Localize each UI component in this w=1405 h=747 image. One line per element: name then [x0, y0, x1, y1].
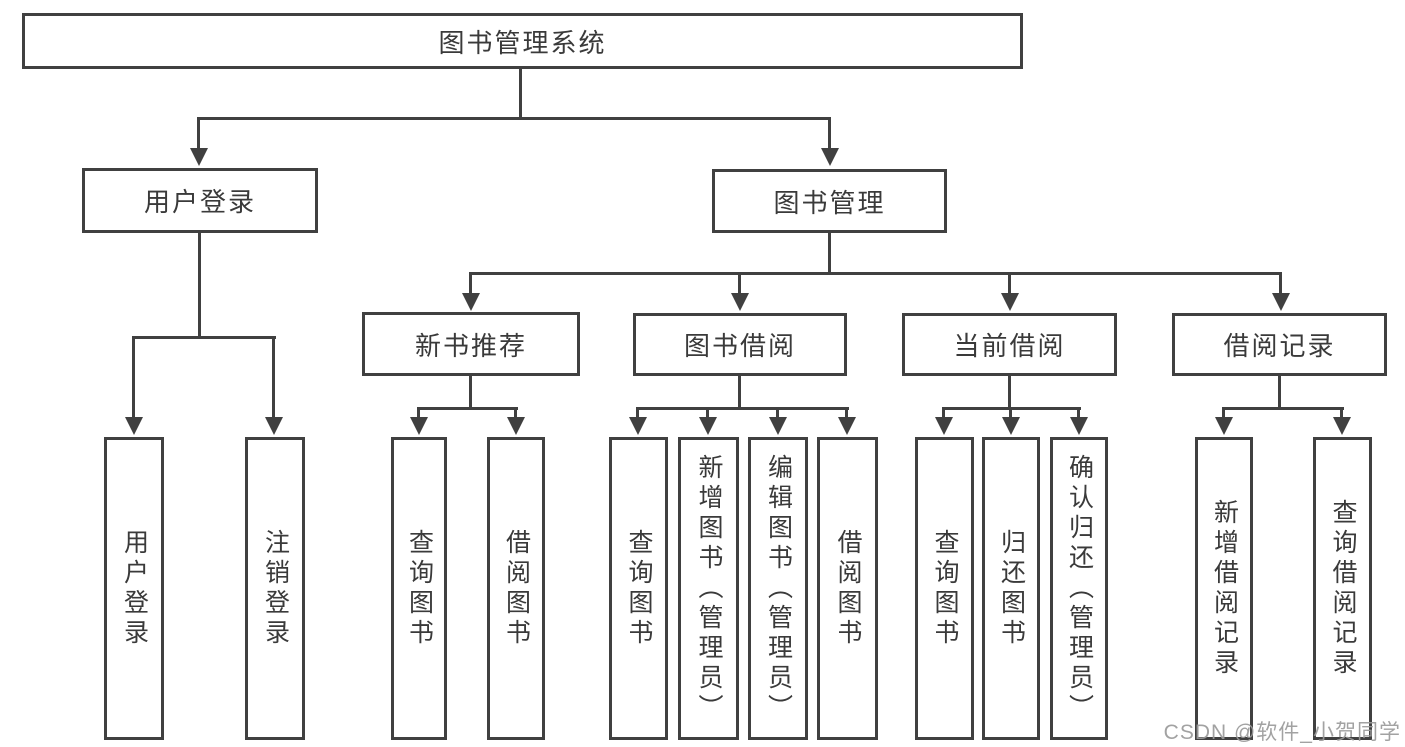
node-label: 新书推荐	[414, 330, 527, 361]
node-label: 编辑图书（管理员）	[764, 453, 793, 724]
connector-shaft	[1279, 272, 1282, 294]
leaf-return-book: 归还图书	[982, 437, 1040, 740]
connector-stem	[1278, 376, 1281, 409]
arrow-down-icon	[265, 417, 283, 435]
arrow-down-icon	[190, 148, 208, 166]
node-label: 注销登录	[261, 528, 290, 649]
node-label: 用户登录	[120, 528, 149, 649]
node-label: 确认归还（管理员）	[1065, 453, 1094, 724]
connector-shaft	[132, 336, 135, 418]
connector-shaft	[1222, 407, 1225, 419]
connector-shaft	[776, 407, 779, 419]
connector-shaft	[469, 272, 472, 294]
arrow-down-icon	[1272, 293, 1290, 311]
node-label: 当前借阅	[953, 331, 1066, 361]
arrow-down-icon	[1070, 417, 1088, 435]
node-label: 用户登录	[143, 187, 256, 217]
connector-branch	[1222, 407, 1344, 410]
arrow-down-icon	[838, 417, 856, 435]
node-label: 查询图书	[405, 528, 434, 649]
leaf-query-books: 查询图书	[391, 437, 447, 740]
arrow-down-icon	[821, 148, 839, 166]
node-label: 图书管理	[773, 187, 886, 218]
node-label: 图书借阅	[683, 331, 796, 361]
node-current-borrowing: 当前借阅	[902, 313, 1117, 376]
arrow-down-icon	[410, 417, 428, 435]
arrow-down-icon	[1215, 417, 1233, 435]
connector-user-login-branch	[132, 336, 276, 339]
node-label: 查询图书	[625, 528, 653, 649]
node-label: 归还图书	[997, 528, 1026, 649]
arrow-down-icon	[125, 417, 143, 435]
leaf-query-books-2: 查询图书	[609, 437, 668, 740]
connector-root-branch	[197, 117, 831, 120]
leaf-confirm-return-admin: 确认归还（管理员）	[1050, 437, 1108, 740]
node-label: 借阅图书	[502, 528, 531, 649]
arrow-down-icon	[699, 417, 717, 435]
leaf-borrow-books: 借阅图书	[487, 437, 545, 740]
leaf-logout: 注销登录	[245, 437, 305, 740]
connector-shaft	[197, 117, 200, 150]
connector-stem	[738, 376, 741, 409]
connector-shaft	[1008, 272, 1011, 294]
leaf-user-login: 用户登录	[104, 437, 164, 740]
connector-root-stem	[519, 69, 522, 119]
connector-shaft	[272, 336, 275, 418]
node-new-book-recommendation: 新书推荐	[362, 312, 580, 376]
csdn-watermark: CSDN @软件_小贺同学	[1163, 721, 1401, 744]
arrow-down-icon	[1333, 417, 1351, 435]
arrow-down-icon	[1001, 293, 1019, 311]
leaf-add-borrow-record: 新增借阅记录	[1195, 437, 1253, 740]
node-label: 借阅图书	[834, 528, 862, 649]
connector-book-mgmt-branch	[469, 272, 1282, 275]
node-user-login: 用户登录	[82, 168, 318, 233]
connector-shaft	[738, 272, 741, 294]
connector-stem	[469, 376, 472, 409]
connector-branch	[417, 407, 518, 410]
leaf-query-books-3: 查询图书	[915, 437, 974, 740]
leaf-query-borrow-record: 查询借阅记录	[1313, 437, 1372, 740]
connector-shaft	[1077, 407, 1080, 419]
node-label: 查询借阅记录	[1329, 498, 1357, 679]
node-label: 借阅记录	[1223, 331, 1336, 361]
node-book-borrowing: 图书借阅	[633, 313, 847, 376]
connector-shaft	[845, 407, 848, 419]
connector-book-mgmt-stem	[828, 233, 831, 275]
arrow-down-icon	[935, 417, 953, 435]
node-label: 新增借阅记录	[1210, 498, 1239, 679]
connector-shaft	[942, 407, 945, 419]
node-label: 查询图书	[931, 528, 959, 649]
connector-branch	[636, 407, 849, 410]
connector-shaft	[514, 407, 517, 419]
leaf-edit-book-admin: 编辑图书（管理员）	[748, 437, 808, 740]
connector-shaft	[706, 407, 709, 419]
arrow-down-icon	[507, 417, 525, 435]
connector-shaft	[1340, 407, 1343, 419]
connector-stem	[1008, 376, 1011, 409]
arrow-down-icon	[462, 293, 480, 311]
arrow-down-icon	[629, 417, 647, 435]
connector-shaft	[417, 407, 420, 419]
arrow-down-icon	[1002, 417, 1020, 435]
node-borrowing-records: 借阅记录	[1172, 313, 1387, 376]
arrow-down-icon	[731, 293, 749, 311]
connector-shaft	[636, 407, 639, 419]
arrow-down-icon	[769, 417, 787, 435]
node-library-system: 图书管理系统	[22, 13, 1023, 69]
node-label: 图书管理系统	[438, 27, 607, 58]
leaf-add-book-admin: 新增图书（管理员）	[678, 437, 739, 740]
connector-shaft	[1009, 407, 1012, 419]
connector-shaft	[828, 117, 831, 150]
node-label: 新增图书（管理员）	[695, 453, 723, 724]
leaf-borrow-books-2: 借阅图书	[817, 437, 878, 740]
connector-user-login-stem	[198, 233, 201, 339]
node-book-management: 图书管理	[712, 169, 947, 233]
